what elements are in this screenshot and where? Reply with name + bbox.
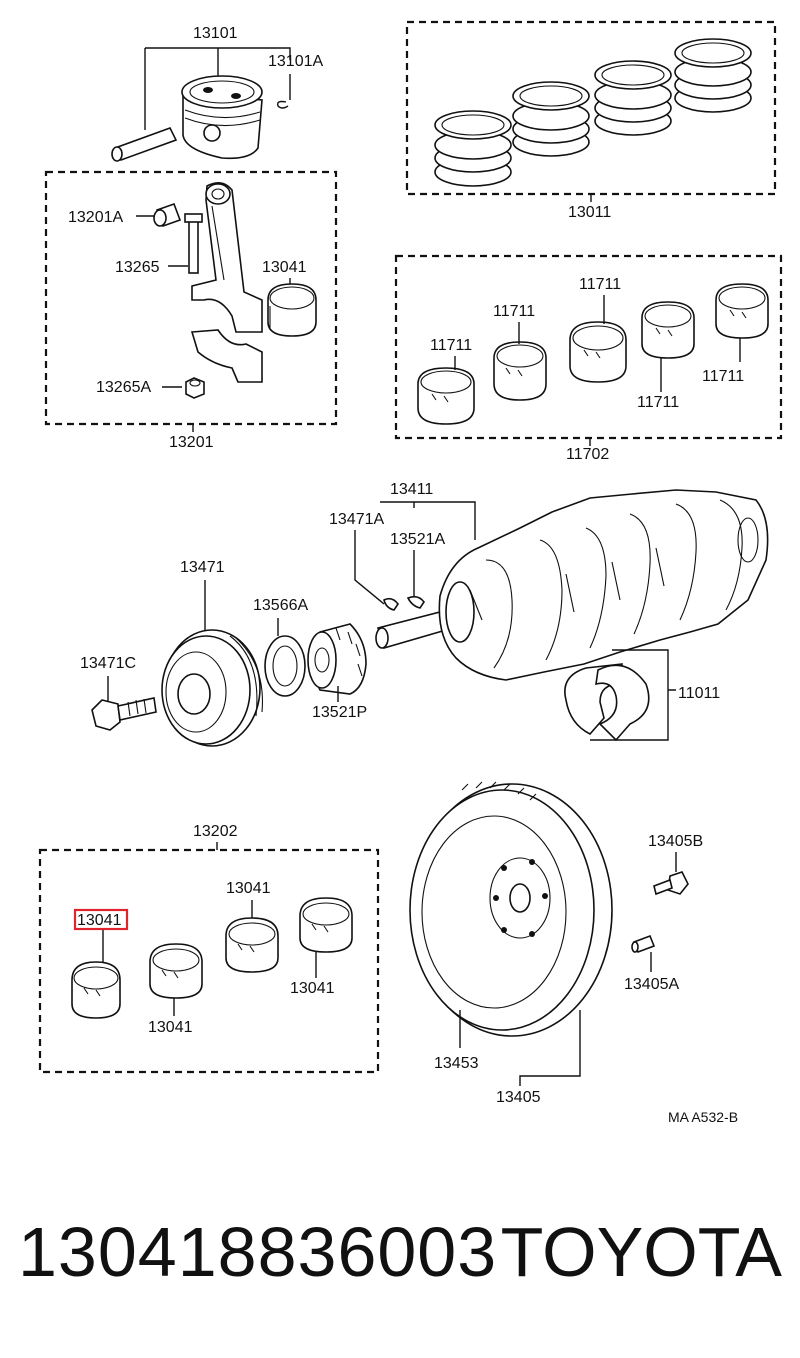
highlight-box — [73, 908, 129, 931]
label-rod-nut: 13265A — [96, 379, 151, 396]
rod-nut — [185, 377, 205, 399]
label-rod-bolt: 13265 — [115, 259, 160, 276]
crankshaft — [375, 489, 769, 681]
label-bearing-top: 13041 — [226, 880, 271, 897]
label-rod-bearing-set: 13202 — [193, 823, 238, 840]
woodruff-key-b — [406, 595, 425, 609]
label-main-bearing-3: 11711 — [579, 276, 621, 293]
label-main-bearing-4: 11711 — [637, 394, 679, 411]
label-flywheel-pin: 13405A — [624, 976, 679, 993]
label-rod-bearing-top: 13041 — [262, 259, 307, 276]
bearing-lower-mid — [149, 943, 203, 999]
label-key-a: 13471A — [329, 511, 384, 528]
label-thrust-washer: 11011 — [678, 685, 720, 702]
crank-pulley-bolt — [91, 697, 157, 731]
drawing-code: MA A532-B — [668, 1109, 738, 1125]
rod-cap — [190, 329, 263, 383]
main-bearing-1 — [417, 367, 475, 425]
label-piston: 13101 — [193, 25, 238, 42]
rod-bolt — [184, 213, 203, 274]
crankshaft-group: 13411 13471A 13521A 11011 — [329, 481, 769, 742]
rod-bearing-set: 13202 13041 13041 13041 — [38, 823, 380, 1074]
label-main-bearing-1: 11711 — [430, 337, 472, 354]
piston-clip — [276, 100, 289, 109]
woodruff-key-a — [383, 597, 399, 611]
bearing-highlighted — [71, 961, 121, 1019]
label-bearing-highlighted: 13041 — [77, 912, 122, 929]
ring-stack-3 — [594, 60, 672, 136]
label-connecting-rod: 13201 — [169, 434, 214, 451]
label-flywheel: 13405 — [496, 1089, 541, 1106]
label-crank-pulley: 13471 — [180, 559, 225, 576]
footer: 13041883600​3 TOYOTA — [0, 1212, 800, 1302]
crank-pulley-group: 13471 13471C 13566A 13521P — [80, 559, 367, 747]
piston-ring-set: 13011 — [405, 20, 777, 221]
label-ring-gear: 13453 — [434, 1055, 479, 1072]
label-piston-ring-clip: 13101A — [268, 53, 323, 70]
flywheel-pin — [631, 934, 656, 954]
label-rod-bushing: 13201A — [68, 209, 123, 226]
label-flywheel-bolt: 13405B — [648, 833, 703, 850]
bearing-upper-mid — [225, 917, 279, 973]
label-bearing-bottom: 13041 — [148, 1019, 193, 1036]
piston-group: 13101 13101A — [111, 25, 323, 162]
piston-pin — [111, 127, 178, 162]
ring-stack-1 — [434, 110, 512, 187]
bearing-right — [299, 897, 353, 953]
main-bearing-2 — [493, 341, 547, 401]
piston — [181, 75, 263, 160]
main-bearing-3 — [569, 321, 627, 383]
flywheel-group: 13405B 13405A 13453 13405 — [409, 781, 703, 1106]
label-crank-pulley-bolt: 13471C — [80, 655, 136, 672]
rod-bearing — [267, 283, 317, 337]
label-bearing-right: 13041 — [290, 980, 335, 997]
main-bearing-5 — [715, 283, 769, 339]
label-key-b: 13521A — [390, 531, 445, 548]
label-main-bearing-2: 11711 — [493, 303, 535, 320]
timing-pulley — [307, 623, 367, 695]
main-bearing-set: 11711 11711 11711 11711 11711 — [394, 254, 783, 463]
ring-stack-4 — [674, 38, 752, 113]
label-main-bearing-set: 11702 — [566, 446, 609, 463]
label-main-bearing-5: 11711 — [702, 368, 744, 385]
main-bearing-4 — [641, 301, 695, 359]
connecting-rod-group: 13201A 13265 13041 13265A — [44, 170, 338, 451]
connecting-rod — [191, 182, 263, 333]
rod-bushing — [153, 202, 182, 228]
label-piston-ring-set: 13011 — [568, 204, 611, 221]
part-number: 13041883600​3 — [18, 1213, 498, 1291]
label-crankshaft: 13411 — [390, 481, 433, 498]
thrust-washer — [564, 663, 650, 742]
brand-name: TOYOTA — [500, 1213, 782, 1291]
crank-spacer — [264, 635, 306, 697]
flywheel — [409, 781, 613, 1037]
flywheel-bolt — [653, 871, 689, 896]
ring-stack-2 — [512, 81, 590, 157]
label-timing-pulley: 13521P — [312, 704, 367, 721]
crank-pulley — [161, 629, 264, 747]
label-crank-spacer: 13566A — [253, 597, 308, 614]
